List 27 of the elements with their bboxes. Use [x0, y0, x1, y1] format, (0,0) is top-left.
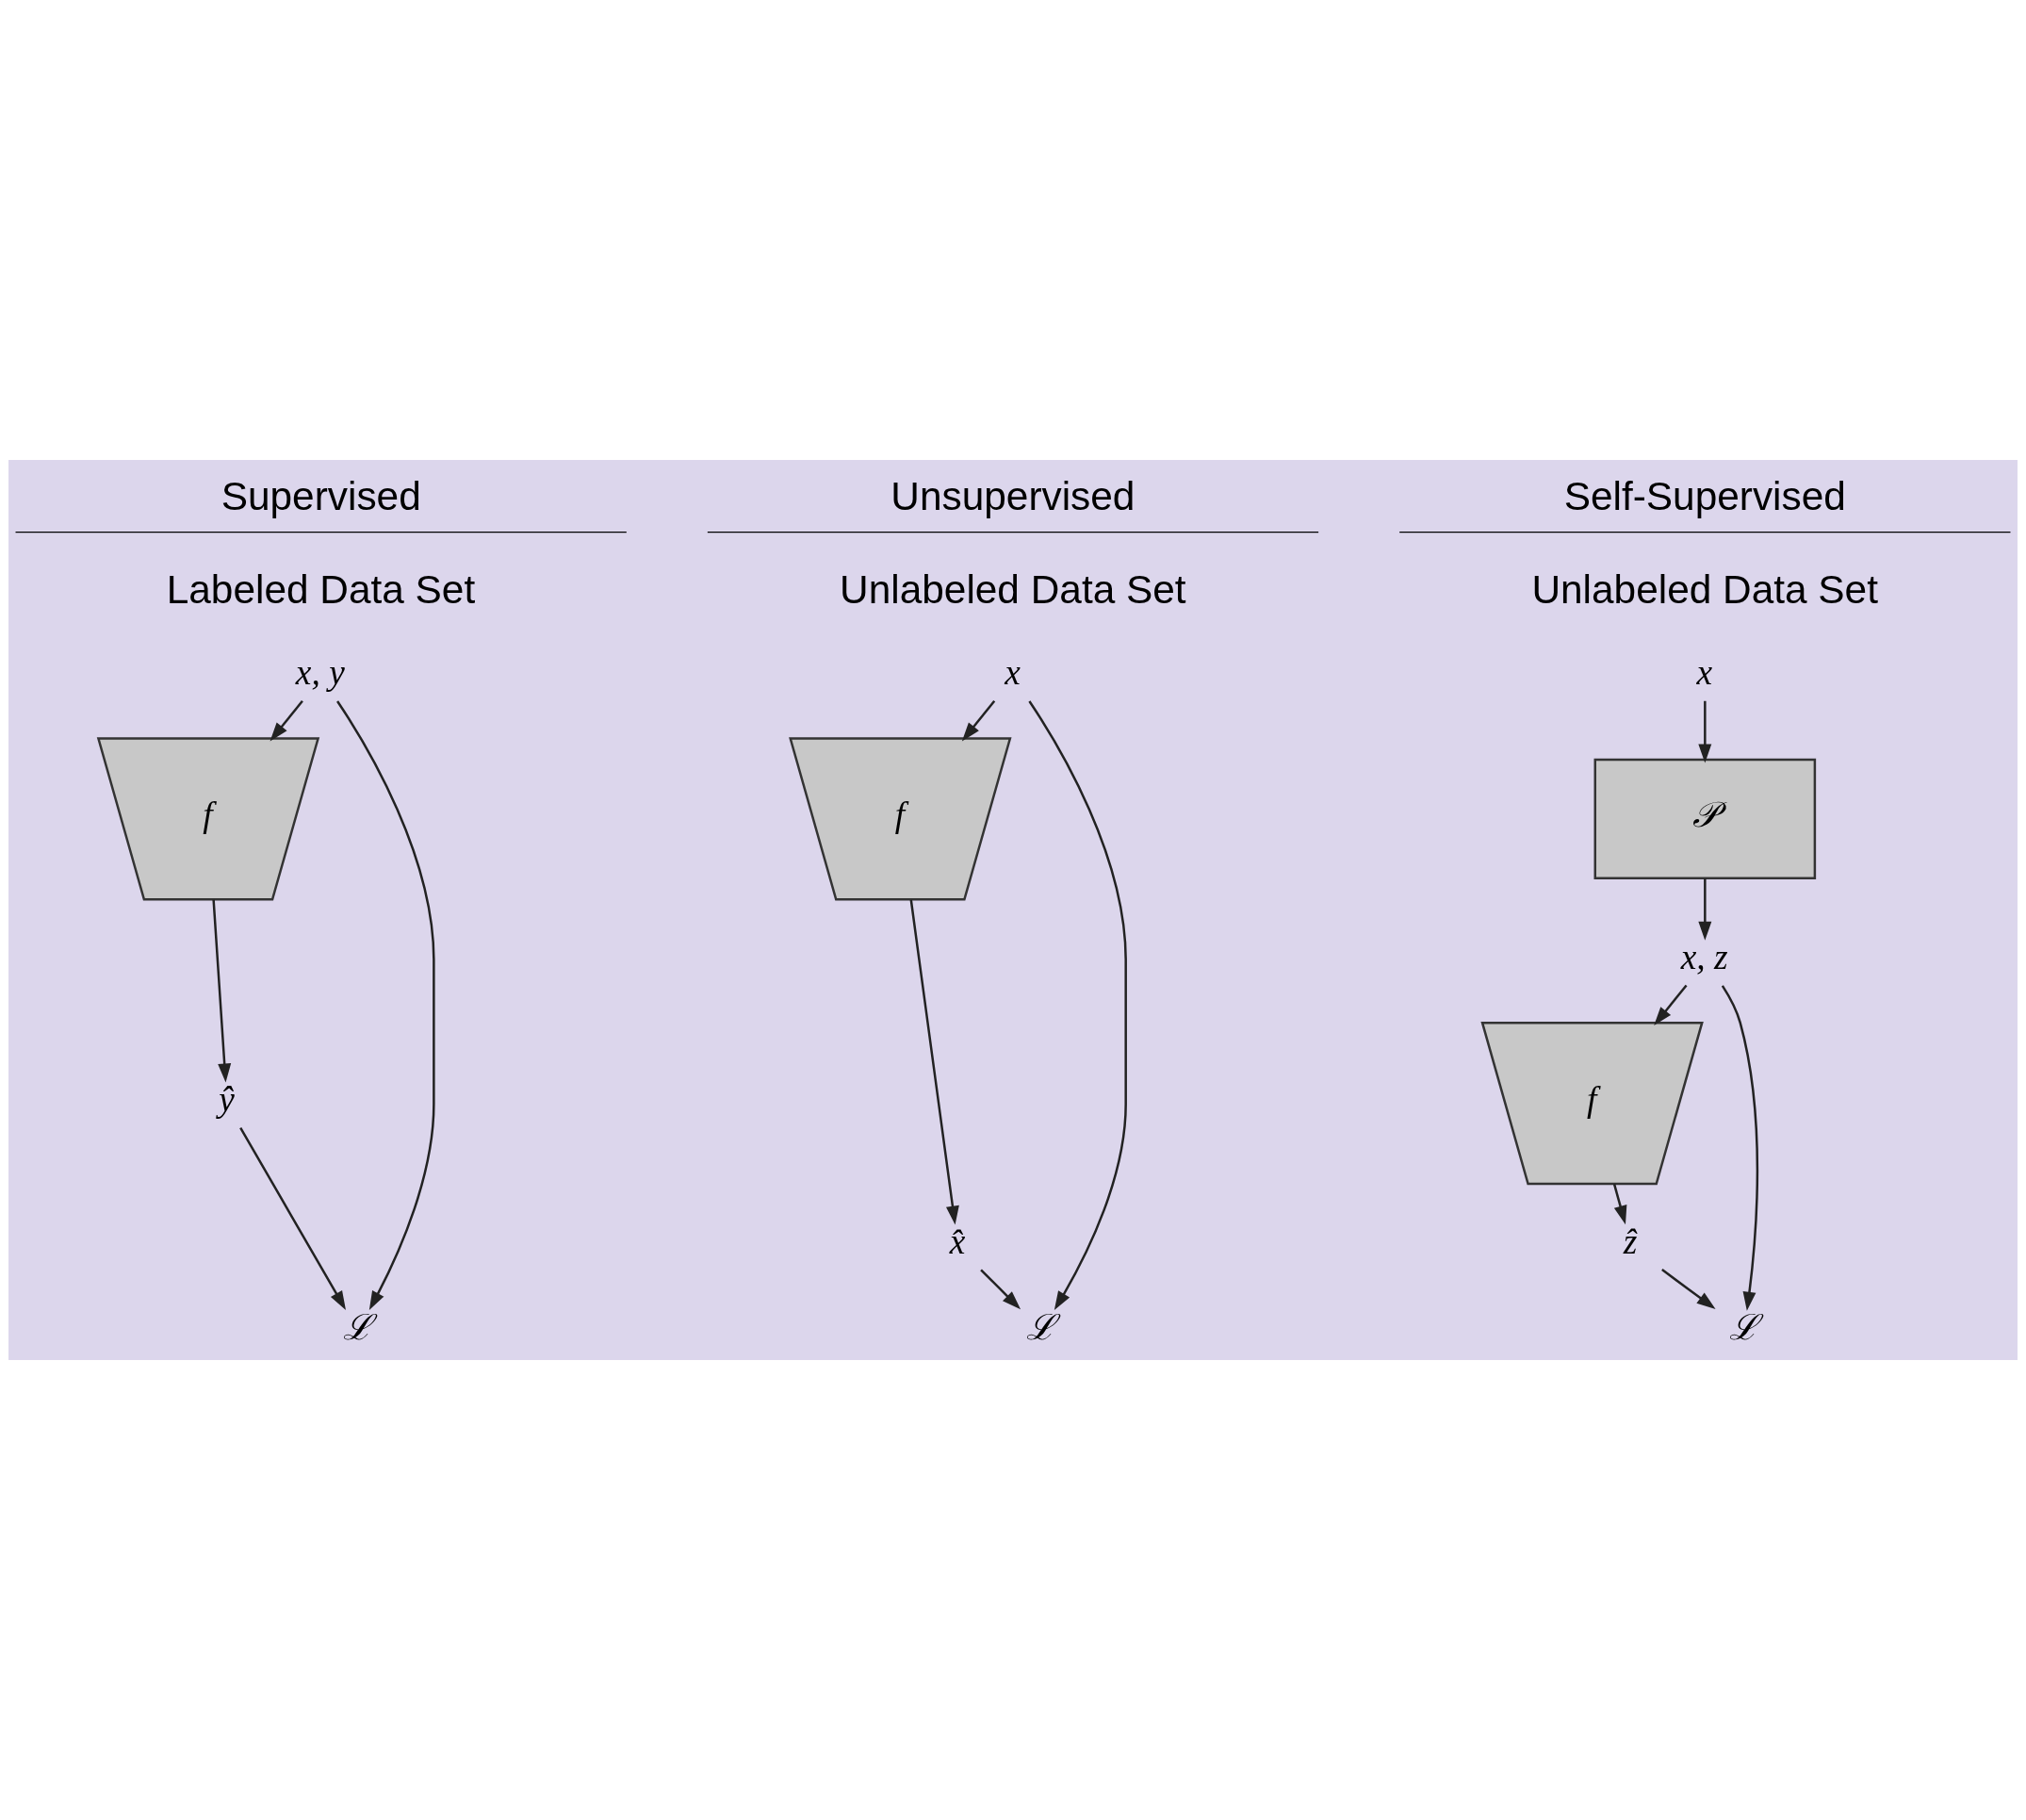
arrow	[961, 700, 996, 742]
node-text: x	[1696, 653, 1713, 693]
arrow	[270, 700, 303, 742]
label: Supervised	[221, 474, 421, 519]
node-text: x, z	[1680, 937, 1728, 976]
label: Unlabeled Data Set	[840, 567, 1186, 613]
arrow	[1654, 984, 1688, 1026]
node-text: x̂	[949, 1222, 966, 1261]
arrow	[1028, 700, 1127, 1311]
arrow	[239, 1126, 346, 1310]
node-text: ẑ	[1623, 1222, 1638, 1261]
label: Self-Supervised	[1563, 474, 1846, 519]
label: Unlabeled Data Set	[1531, 567, 1878, 613]
node-text: x, y	[295, 653, 345, 693]
arrow	[980, 1269, 1021, 1310]
arrow	[1612, 1184, 1627, 1225]
label: Unsupervised	[890, 474, 1136, 519]
node-text: x	[1005, 653, 1021, 693]
arrow	[1698, 878, 1712, 941]
arrow	[909, 899, 959, 1225]
node-box: 𝒫	[1593, 758, 1817, 880]
arrow	[1698, 700, 1712, 763]
arrow	[336, 700, 435, 1310]
label: Labeled Data Set	[166, 567, 476, 613]
arrow	[212, 899, 232, 1083]
arrow	[1721, 985, 1759, 1311]
arrow	[1661, 1269, 1716, 1310]
